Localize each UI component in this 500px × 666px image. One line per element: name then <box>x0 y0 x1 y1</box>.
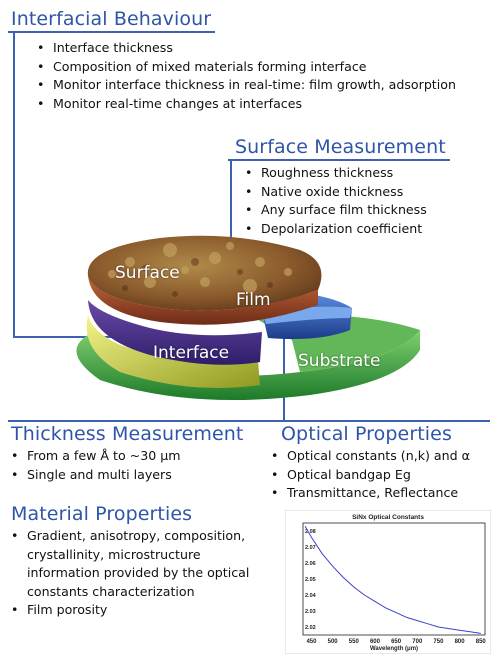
chart-x-tick-label: 750 <box>433 639 444 645</box>
interfacial-connector-top <box>8 31 215 33</box>
optical-item: Optical constants (n,k) and α <box>267 447 470 466</box>
interfacial-item: Interface thickness <box>33 39 456 58</box>
chart-y-tick-label: 2.06 <box>305 561 316 567</box>
surface-item: Native oxide thickness <box>241 183 427 202</box>
interfacial-connector-vertical <box>13 31 15 337</box>
chart-y-tick-label: 2.08 <box>305 529 316 535</box>
surface-item: Roughness thickness <box>241 164 427 183</box>
interfacial-title: Interfacial Behaviour <box>11 8 212 30</box>
chart-x-tick-label: 500 <box>328 639 339 645</box>
optical-title: Optical Properties <box>281 423 452 445</box>
chart-y-ticks: 2.02 2.03 2.04 2.05 2.06 2.07 2.08 <box>305 529 317 631</box>
optical-item: Transmittance, Reflectance <box>267 484 470 503</box>
interface-layer-label: Interface <box>153 343 230 363</box>
surface-connector-top <box>228 159 450 161</box>
chart-y-tick-label: 2.04 <box>305 593 317 599</box>
chart-y-tick-label: 2.07 <box>305 545 316 551</box>
substrate-layer-label: Substrate <box>298 351 381 371</box>
surface-layer <box>87 235 322 325</box>
film-layer-label: Film <box>236 290 271 310</box>
chart-y-tick-label: 2.03 <box>305 609 316 615</box>
interfacial-list: Interface thickness Composition of mixed… <box>33 39 456 113</box>
chart-x-ticks: 450 500 550 600 650 700 750 800 850 <box>306 639 486 645</box>
chart-x-tick-label: 800 <box>455 639 466 645</box>
chart-x-tick-label: 700 <box>412 639 423 645</box>
interfacial-item: Monitor interface thickness in real-time… <box>33 76 456 95</box>
chart-y-tick-label: 2.05 <box>305 577 316 583</box>
chart-x-tick-label: 450 <box>306 639 317 645</box>
surface-connector-vertical <box>230 159 232 259</box>
chart-y-tick-label: 2.02 <box>305 625 316 631</box>
material-list: Gradient, anisotropy, composition, cryst… <box>7 527 265 620</box>
chart-title: SiNx Optical Constants <box>352 514 424 521</box>
chart-series-line <box>304 525 481 634</box>
bottom-divider <box>8 420 490 422</box>
chart-x-tick-label: 550 <box>349 639 360 645</box>
surface-item: Depolarization coefficient <box>241 220 427 239</box>
chart-x-tick-label: 600 <box>370 639 381 645</box>
optical-list: Optical constants (n,k) and α Optical ba… <box>267 447 470 503</box>
surface-layer-label: Surface <box>115 263 180 283</box>
chart-x-tick-label: 650 <box>391 639 402 645</box>
optical-item: Optical bandgap Eg <box>267 466 470 485</box>
thickness-item: Single and multi layers <box>7 466 181 485</box>
thickness-title: Thickness Measurement <box>11 423 244 445</box>
material-item: Film porosity <box>7 601 265 620</box>
surface-item: Any surface film thickness <box>241 201 427 220</box>
interfacial-connector-horizontal <box>13 336 153 338</box>
thickness-list: From a few Å to ~30 μm Single and multi … <box>7 447 181 484</box>
interfacial-item: Composition of mixed materials forming i… <box>33 58 456 77</box>
surface-list: Roughness thickness Native oxide thickne… <box>241 164 427 238</box>
sinx-optical-constants-chart: SiNx Optical Constants 2.022.032.042.052… <box>285 510 491 654</box>
layer-stack-diagram <box>76 235 421 400</box>
chart-x-tick-label: 850 <box>476 639 487 645</box>
chart-x-axis-label: Wavelength (μm) <box>370 646 418 652</box>
optical-connector-vertical <box>283 305 285 421</box>
chart-plot-area <box>302 522 486 636</box>
material-title: Material Properties <box>11 503 193 525</box>
interfacial-item: Monitor real-time changes at interfaces <box>33 95 456 114</box>
thickness-item: From a few Å to ~30 μm <box>7 447 181 466</box>
interface-layer <box>86 315 261 389</box>
material-item: Gradient, anisotropy, composition, cryst… <box>7 527 265 601</box>
surface-title: Surface Measurement <box>235 136 446 158</box>
